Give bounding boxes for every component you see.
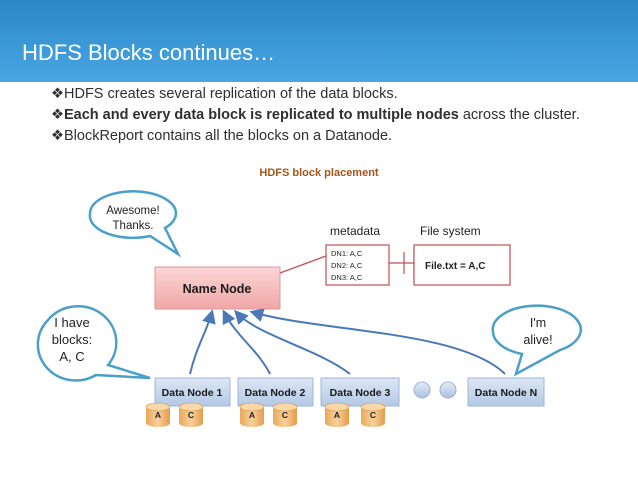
metadata-line-2: DN2: A,C xyxy=(331,261,363,270)
bubble-awesome-line-2: Thanks. xyxy=(113,220,154,232)
bullet-bold-text: Each and every data block is replicated … xyxy=(64,107,459,123)
file-system-label: File system xyxy=(420,224,481,238)
block-label: A xyxy=(334,410,340,420)
arrow-dn1-to-name-node xyxy=(189,309,216,375)
file-system-entry: File.txt = A,C xyxy=(425,261,485,272)
data-node-3: Data Node 3 xyxy=(320,377,400,407)
diamond-bullet-icon: ❖ xyxy=(51,86,64,102)
block-label: C xyxy=(370,410,376,420)
diamond-bullet-icon: ❖ xyxy=(51,128,64,144)
bullet-text: BlockReport contains all the blocks on a… xyxy=(64,128,393,144)
speech-bubble-blocks: I have blocks: A, C xyxy=(36,305,151,382)
name-node-label: Name Node xyxy=(183,282,252,296)
data-node-n-label: Data Node N xyxy=(475,387,537,399)
block-label: C xyxy=(282,410,288,420)
bubble-blocks-line-2: blocks: xyxy=(52,332,92,347)
block-cylinder: C xyxy=(272,402,298,427)
data-node-1: Data Node 1 xyxy=(154,377,231,407)
block-cylinder: C xyxy=(178,402,204,427)
name-node-metadata-connector xyxy=(279,255,327,274)
metadata-label: metadata xyxy=(330,224,380,238)
bullet-text: HDFS creates several replication of the … xyxy=(64,86,398,102)
bullet-item: ❖Each and every data block is replicated… xyxy=(51,105,621,126)
block-cylinder: A xyxy=(145,402,171,427)
block-cylinder: A xyxy=(239,402,265,427)
data-node-n: Data Node N xyxy=(467,377,545,407)
block-label: A xyxy=(249,410,255,420)
bullet-text: across the cluster. xyxy=(458,107,580,123)
bubble-alive-line-2: alive! xyxy=(523,333,552,347)
arrow-dn3-to-name-node xyxy=(234,309,351,375)
speech-bubble-awesome: Awesome! Thanks. xyxy=(88,190,182,258)
slide-title: HDFS Blocks continues… xyxy=(22,40,276,65)
arrow-dnn-to-name-node xyxy=(249,308,506,375)
metadata-line-1: DN1: A,C xyxy=(331,249,363,258)
metadata-box: DN1: A,C DN2: A,C DN3: A,C xyxy=(325,244,390,286)
data-node-2-label: Data Node 2 xyxy=(245,387,306,399)
arrow-dn2-to-name-node xyxy=(222,309,271,375)
block-cylinder: C xyxy=(360,402,386,427)
data-node-3-label: Data Node 3 xyxy=(330,387,391,399)
name-node-box: Name Node xyxy=(154,266,281,310)
bubble-alive-line-1: I'm xyxy=(530,316,546,330)
file-system-box: File.txt = A,C xyxy=(413,244,511,286)
diamond-bullet-icon: ❖ xyxy=(51,107,64,123)
block-cylinder: A xyxy=(324,402,350,427)
bubble-blocks-line-3: A, C xyxy=(59,349,84,364)
bullet-item: ❖BlockReport contains all the blocks on … xyxy=(51,126,621,147)
data-node-2: Data Node 2 xyxy=(237,377,314,407)
block-label: C xyxy=(188,410,194,420)
bubble-awesome-line-1: Awesome! xyxy=(106,205,159,217)
speech-bubble-alive: I'm alive! xyxy=(491,304,583,377)
title-bar: HDFS Blocks continues… xyxy=(0,0,638,82)
bullet-list: ❖HDFS creates several replication of the… xyxy=(51,84,621,147)
ellipsis-dot-2 xyxy=(439,381,457,399)
ellipsis-dot-1 xyxy=(413,381,431,399)
block-label: A xyxy=(155,410,161,420)
diagram-caption: HDFS block placement xyxy=(259,167,379,179)
bubble-blocks-line-1: I have xyxy=(54,315,89,330)
bullet-item: ❖HDFS creates several replication of the… xyxy=(51,84,621,105)
data-node-1-label: Data Node 1 xyxy=(162,387,223,399)
metadata-filesystem-connector xyxy=(389,248,415,279)
metadata-line-3: DN3: A,C xyxy=(331,273,363,282)
